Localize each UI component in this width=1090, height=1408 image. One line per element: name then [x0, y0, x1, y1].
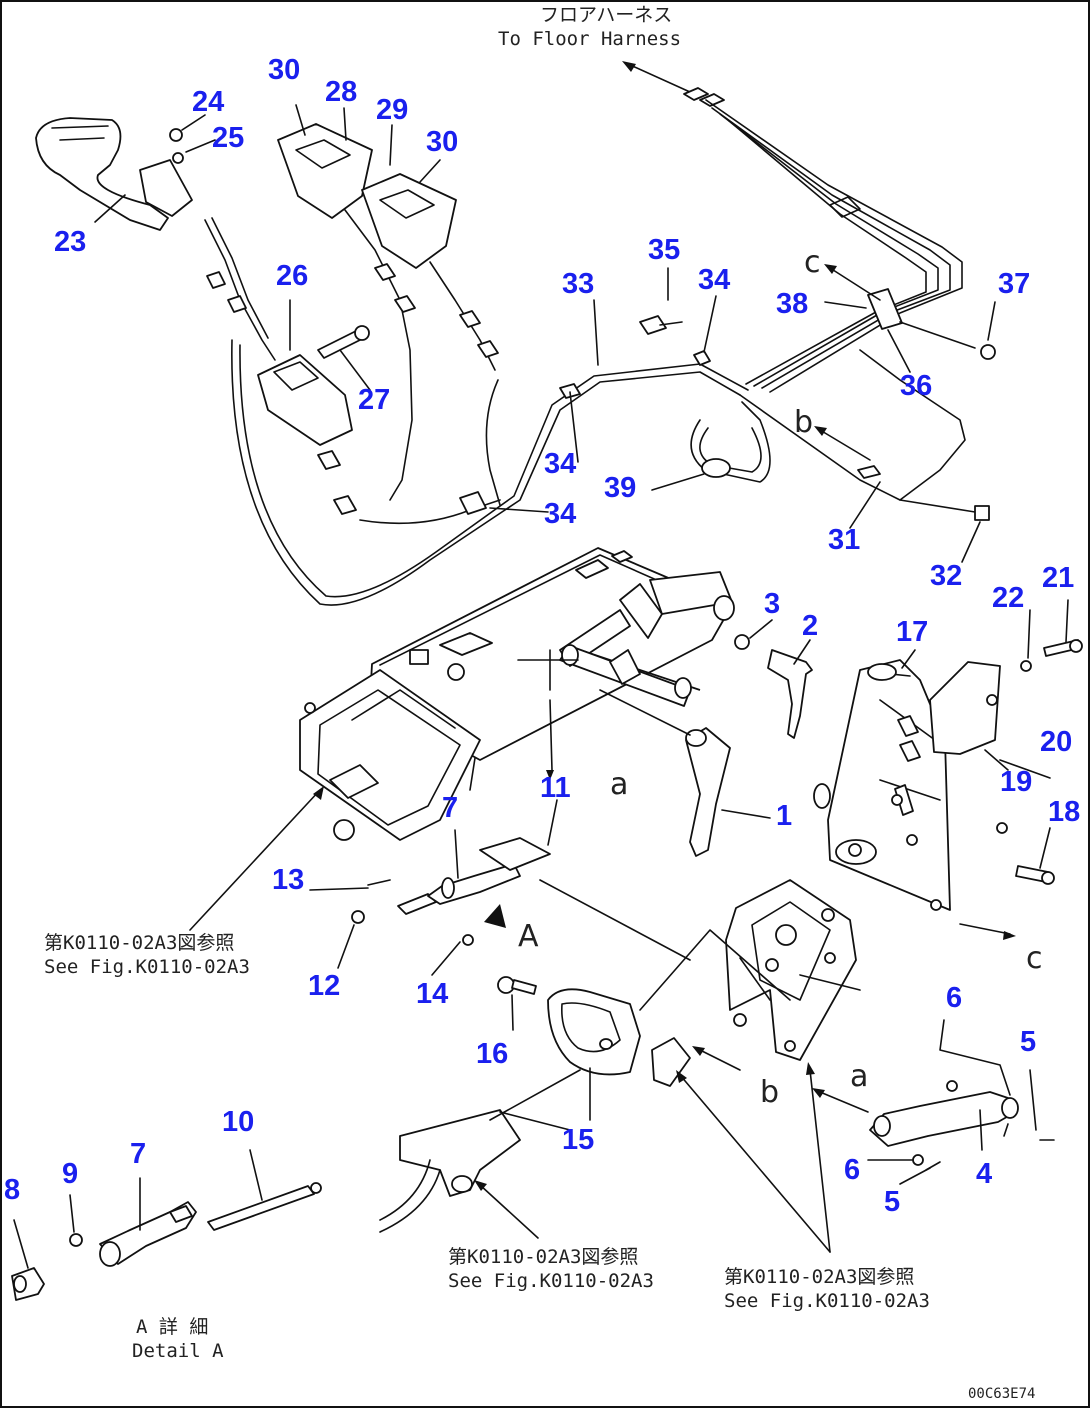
callout-6: 6 — [946, 982, 963, 1014]
callout-34: 34 — [698, 264, 731, 296]
callout-30: 30 — [268, 54, 301, 86]
see-fig-note-en: See Fig.K0110-02A3 — [724, 1290, 930, 1312]
lever-23 — [35, 117, 276, 361]
pedal-bracket — [725, 879, 857, 1061]
callout-13: 13 — [272, 864, 305, 896]
callout-10: 10 — [222, 1106, 255, 1138]
figure-code: 00C63E74 — [968, 1386, 1036, 1402]
callout-19: 19 — [1000, 766, 1033, 798]
callout-34: 34 — [544, 498, 577, 530]
leader-lines — [13, 104, 1069, 1269]
callout-28: 28 — [325, 76, 358, 108]
floor-harness — [622, 61, 963, 393]
callout-23: 23 — [54, 226, 87, 258]
ref-letter-c: c — [804, 245, 821, 280]
ref-letter-a: a — [610, 767, 629, 802]
callout-7: 7 — [130, 1138, 147, 1170]
see-fig-note-en: See Fig.K0110-02A3 — [448, 1270, 654, 1292]
callout-35: 35 — [648, 234, 681, 266]
callout-31: 31 — [828, 524, 861, 556]
callout-30: 30 — [426, 126, 459, 158]
callout-34: 34 — [544, 448, 577, 480]
see-fig-note-jp: 第K0110-02A3図参照 — [724, 1266, 915, 1288]
ref-letter-b: b — [794, 405, 814, 440]
see-fig-note-jp: 第K0110-02A3図参照 — [44, 932, 235, 954]
cable-7 — [351, 837, 691, 961]
callout-9: 9 — [62, 1158, 79, 1190]
callout-27: 27 — [358, 384, 391, 416]
callout-38: 38 — [776, 288, 809, 320]
ref-letter-c: c — [1026, 941, 1043, 976]
bracket-36-38 — [824, 264, 996, 360]
console-frame — [299, 547, 735, 841]
bracket-17 — [813, 639, 1083, 911]
lever-2 — [734, 634, 813, 739]
callout-5: 5 — [1020, 1026, 1037, 1058]
callout-8: 8 — [4, 1174, 21, 1206]
callout-22: 22 — [992, 582, 1025, 614]
pedal-assembly — [379, 1069, 581, 1233]
callout-2: 2 — [802, 610, 819, 642]
callout-3: 3 — [764, 588, 781, 620]
callout-37: 37 — [998, 268, 1031, 300]
switches-28-29-30 — [277, 123, 499, 501]
callout-14: 14 — [416, 978, 449, 1010]
detail-a-title-en: Detail A — [132, 1340, 224, 1362]
floor-harness-label-en: To Floor Harness — [498, 28, 682, 50]
switch-26 — [257, 325, 370, 515]
ref-letter-a: a — [850, 1059, 869, 1094]
callout-18: 18 — [1048, 796, 1081, 828]
callout-15: 15 — [562, 1124, 595, 1156]
callout-1: 1 — [776, 800, 793, 832]
callout-16: 16 — [476, 1038, 509, 1070]
callout-5: 5 — [884, 1186, 901, 1218]
callout-17: 17 — [896, 616, 929, 648]
callout-21: 21 — [1042, 562, 1075, 594]
callout-26: 26 — [276, 260, 309, 292]
ref-letter-A: A — [518, 919, 539, 954]
see-fig-note-jp: 第K0110-02A3図参照 — [448, 1246, 639, 1268]
callout-11: 11 — [540, 772, 571, 804]
harness-33 — [231, 315, 990, 606]
callout-12: 12 — [308, 970, 341, 1002]
detail-a-title-jp: A 詳 細 — [136, 1316, 209, 1338]
pedal-15 — [497, 929, 791, 1087]
reference-arrows — [189, 426, 1016, 1253]
lever-1 — [599, 689, 731, 857]
callout-20: 20 — [1040, 726, 1073, 758]
detail-a-parts — [11, 1182, 322, 1301]
callout-25: 25 — [212, 122, 245, 154]
floor-harness-label-jp: フロアハーネス — [540, 4, 673, 26]
callout-33: 33 — [562, 268, 595, 300]
callout-24: 24 — [192, 86, 225, 118]
callout-32: 32 — [930, 560, 963, 592]
callout-4: 4 — [976, 1158, 993, 1190]
ref-letter-b: b — [760, 1075, 780, 1110]
callout-39: 39 — [604, 472, 637, 504]
callout-36: 36 — [900, 370, 933, 402]
see-fig-note-en: See Fig.K0110-02A3 — [44, 956, 250, 978]
callout-29: 29 — [376, 94, 409, 126]
callout-7: 7 — [442, 792, 459, 824]
callout-6: 6 — [844, 1154, 861, 1186]
damper-4 — [869, 1080, 1055, 1171]
